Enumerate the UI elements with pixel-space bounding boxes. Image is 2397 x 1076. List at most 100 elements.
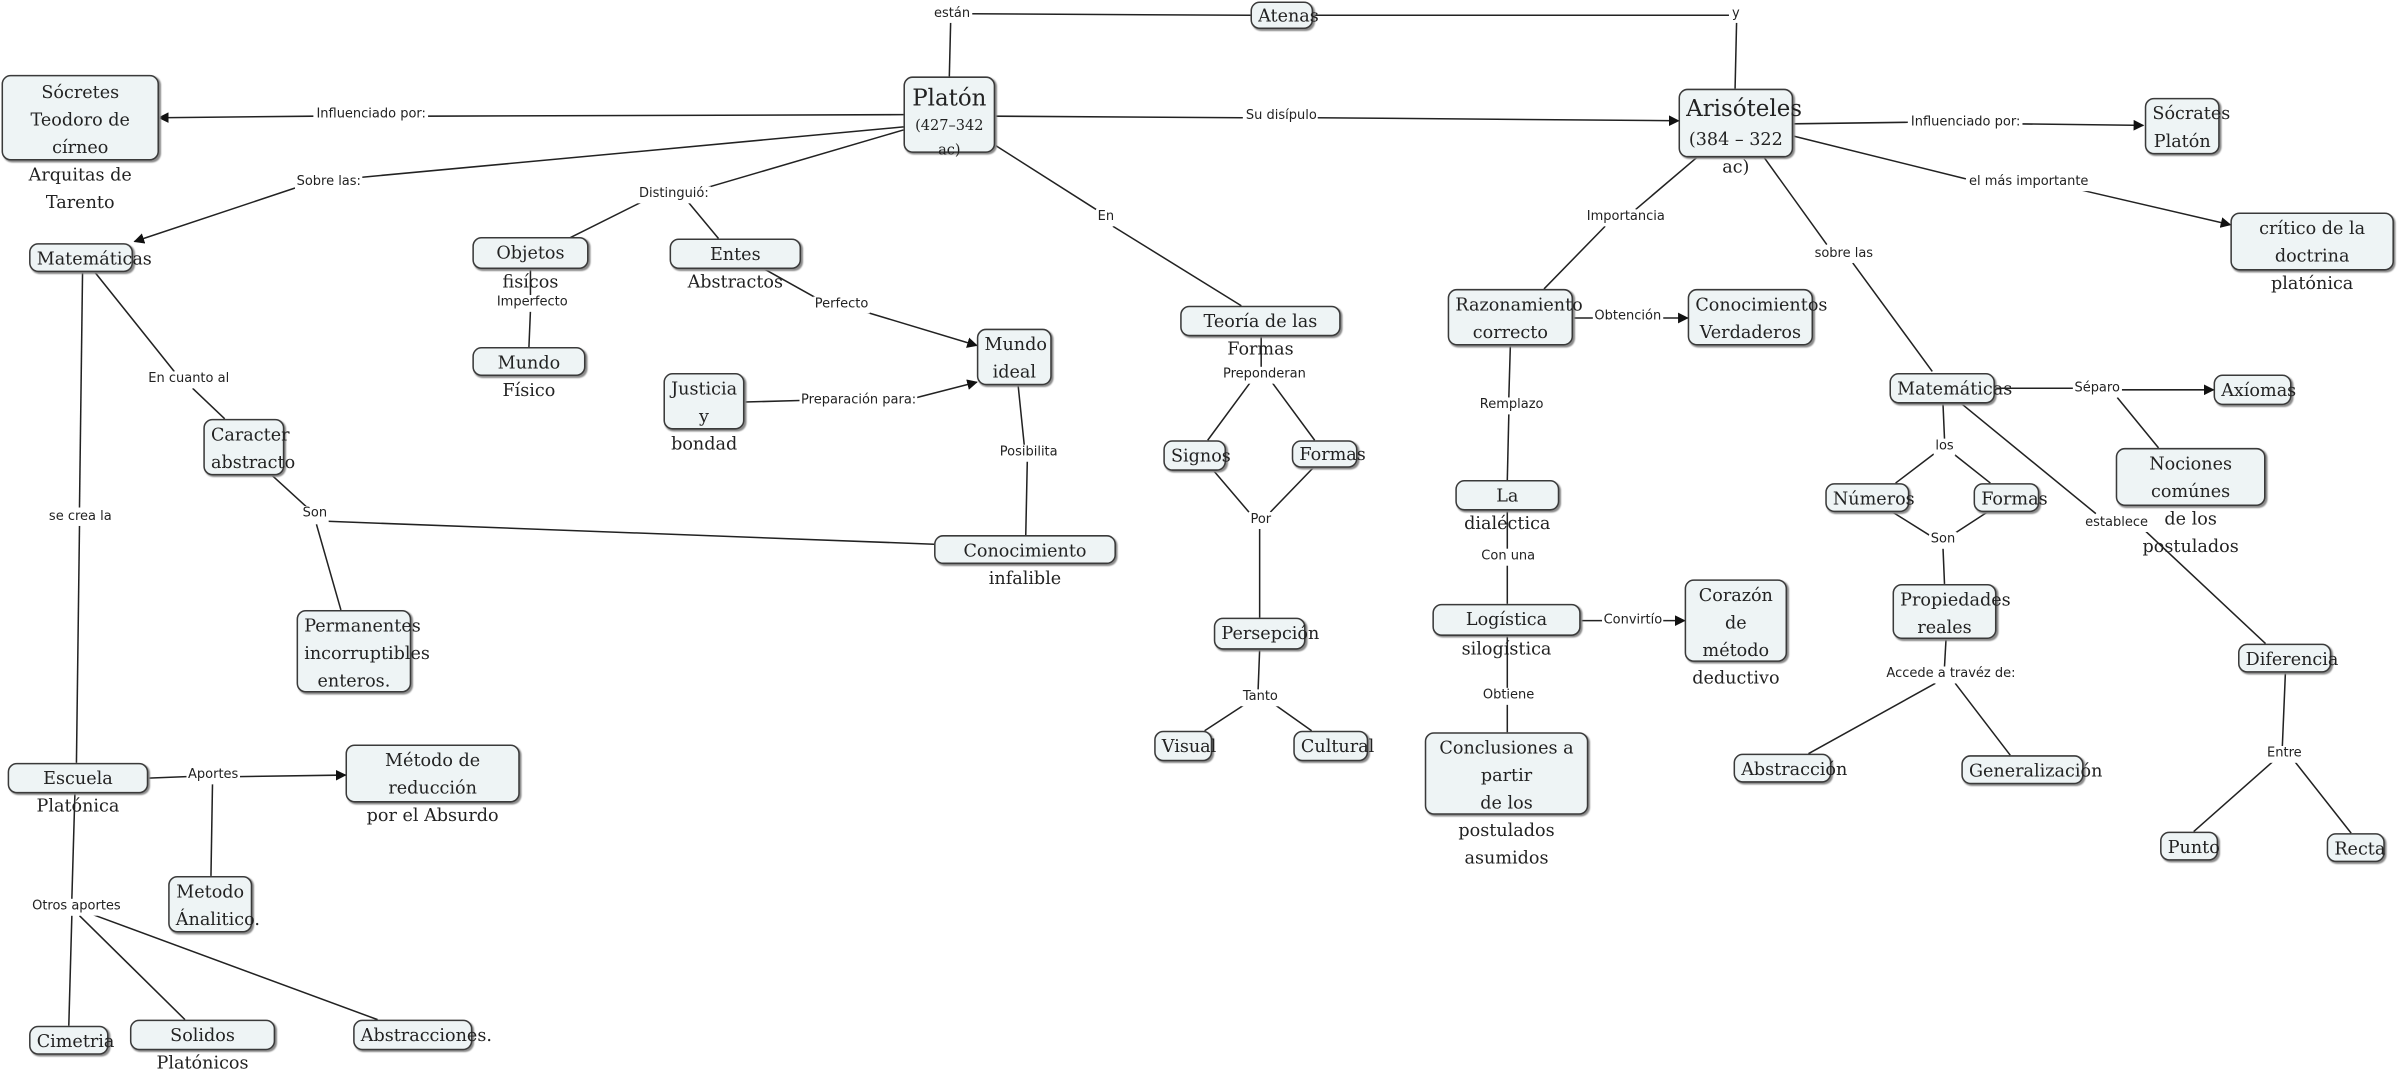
- edge-preparacion-mundoideal: [910, 379, 978, 400]
- node-persepcion[interactable]: Persepción: [1213, 617, 1319, 650]
- node-label: reales: [1917, 616, 1972, 638]
- edge-platon-sobre: [360, 126, 904, 179]
- node-matematicas-aristoteles[interactable]: Matemáticas: [1889, 373, 2012, 404]
- edge-entre-punto: [2193, 760, 2274, 833]
- node-label: de los postulados: [1458, 791, 1555, 841]
- link-imperfecto: Imperfecto: [495, 295, 570, 312]
- node-cimetria[interactable]: Cimetria: [29, 1025, 114, 1055]
- edge-aristoteles-sobre: [1763, 157, 1828, 246]
- link-posibilita: Posibilita: [998, 444, 1060, 462]
- node-corazon-metodo[interactable]: Corazón de método deductivo: [1684, 579, 1788, 688]
- node-entes-abstractos[interactable]: Entes Abstractos: [669, 238, 802, 292]
- link-perfecto: Perfecto: [813, 296, 870, 314]
- node-mundo-fisico[interactable]: Mundo Físico: [472, 347, 586, 401]
- node-la-dialectica[interactable]: La dialéctica: [1455, 480, 1560, 534]
- node-objetos-fisicos[interactable]: Objetos fisícos: [472, 236, 589, 292]
- edge-accede-abstraccion: [1808, 682, 1936, 755]
- node-teoria-formas[interactable]: Teoría de las Formas: [1180, 305, 1341, 359]
- node-abstraccion[interactable]: Abstracción: [1733, 753, 1847, 783]
- link-influenciado-aristoteles: Influenciado por:: [1909, 114, 2022, 132]
- node-aristoteles[interactable]: Arisóteles (384 – 322 ac): [1678, 88, 1802, 177]
- node-nociones-comunes[interactable]: Nociones comúnes de los postulados: [2115, 447, 2266, 556]
- node-abstracciones[interactable]: Abstracciones.: [353, 1019, 492, 1051]
- node-razonamiento-correcto[interactable]: Razonamiento correcto: [1447, 288, 1583, 346]
- node-logistica-silogistica[interactable]: Logística silogística: [1432, 603, 1581, 659]
- link-obtencion: Obtención: [1592, 308, 1663, 326]
- node-label: asumidos: [1464, 846, 1549, 869]
- edge-persepcion-tanto: [1257, 649, 1261, 690]
- node-propiedades-reales[interactable]: Propiedades reales: [1892, 583, 2011, 639]
- node-axiomas[interactable]: Axíomas: [2213, 374, 2296, 406]
- edge-preponderan-signos: [1207, 381, 1252, 441]
- node-label: Conclusiones a partir: [1439, 736, 1574, 786]
- edge-formas-por: [1269, 465, 1316, 513]
- node-socrates-platon[interactable]: Sócrates Platón: [2144, 97, 2230, 155]
- link-influenciado-platon: Influenciado por:: [314, 107, 428, 124]
- link-obtiene: Obtiene: [1481, 687, 1536, 705]
- node-label: Logística silogística: [1461, 608, 1552, 659]
- node-label: Caracter: [210, 423, 290, 445]
- link-otros-aportes: Otros aportes: [30, 898, 123, 916]
- link-sobre-las-platon: Sobre las:: [295, 174, 363, 192]
- edge-entes-perfecto: [763, 268, 817, 299]
- edge-son-propiedades: [1942, 547, 1946, 584]
- node-numeros[interactable]: Números: [1825, 483, 1915, 513]
- node-label: Signos: [1170, 444, 1231, 467]
- node-platon[interactable]: Platón (427–342 ac): [903, 76, 996, 159]
- edge-matematicas-encuanto: [94, 271, 175, 372]
- node-label: Matemáticas: [36, 247, 152, 270]
- node-mundo-ideal[interactable]: Mundo ideal: [976, 328, 1052, 386]
- edge-otros-solidos: [78, 915, 186, 1021]
- node-formas-aristoteles[interactable]: Formas: [1973, 483, 2048, 513]
- node-critico[interactable]: crítico de la doctrina platónica: [2230, 212, 2394, 294]
- link-establece: establece: [2083, 515, 2150, 532]
- link-accede: Accede a travéz de:: [1884, 666, 2018, 684]
- node-socrates-teodoro[interactable]: Sócretes Teodoro de círneo Arquitas de T…: [1, 74, 159, 212]
- node-atenas[interactable]: Atenas: [1250, 1, 1319, 30]
- node-label: Arquitas de Tarento: [28, 163, 132, 213]
- node-permanentes[interactable]: Permanentes incorruptibles enteros.: [296, 609, 430, 693]
- node-caracter-abstracto[interactable]: Caracter abstracto: [203, 418, 296, 476]
- node-conclusiones[interactable]: Conclusiones a partir de los postulados …: [1424, 732, 1589, 868]
- edge-importancia-razonamiento: [1543, 225, 1606, 290]
- node-generalizacion[interactable]: Generalización: [1961, 755, 2102, 785]
- edge-estan-atenas: [969, 12, 1251, 17]
- link-por: Por: [1248, 512, 1273, 529]
- node-conocimiento-infalible[interactable]: Conocimiento infalible: [934, 535, 1116, 589]
- node-label: Diferencia: [2245, 648, 2339, 670]
- node-punto[interactable]: Punto: [2160, 831, 2220, 861]
- node-label: correcto: [1472, 321, 1548, 343]
- node-diferencia[interactable]: Diferencia: [2238, 643, 2339, 673]
- edge-sobre-matematicas-a: [1852, 262, 1933, 372]
- node-formas-platon[interactable]: Formas: [1291, 440, 1366, 468]
- node-justicia[interactable]: Justicia y bondad: [663, 373, 745, 454]
- edge-formas-son: [1951, 511, 1988, 536]
- node-cultural[interactable]: Cultural: [1293, 730, 1374, 762]
- node-metodo-analitico[interactable]: Metodo Ánalitico.: [168, 875, 260, 933]
- edge-otros-abstracciones: [91, 913, 378, 1021]
- node-matematicas-platon[interactable]: Matemáticas: [29, 243, 152, 273]
- link-entre: Entre: [2265, 746, 2304, 763]
- node-conocimientos-verdaderos[interactable]: Conocimientos Verdaderos: [1687, 288, 1827, 346]
- edge-encuanto-caracter: [192, 387, 226, 420]
- edge-platon-influenciado: [421, 113, 904, 117]
- node-signos[interactable]: Signos: [1163, 440, 1231, 471]
- node-label: Verdaderos: [1699, 321, 1801, 343]
- node-escuela-platonica[interactable]: Escuela Platónica: [7, 762, 149, 816]
- node-label: Entes Abstractos: [687, 243, 784, 292]
- node-visual[interactable]: Visual: [1154, 730, 1217, 762]
- node-label: Visual: [1161, 735, 1217, 757]
- node-label: Recta: [2334, 837, 2386, 860]
- node-label: Metodo: [176, 880, 245, 902]
- node-recta[interactable]: Recta: [2326, 833, 2386, 863]
- link-en-cuanto-al: En cuanto al: [146, 371, 231, 389]
- link-separo: Séparo: [2072, 380, 2122, 398]
- node-label: Platón: [2153, 129, 2211, 152]
- node-label: abstracto: [210, 450, 296, 473]
- edge-platon-distinguio: [699, 129, 904, 191]
- node-metodo-reduccion[interactable]: Método de reducción por el Absurdo: [345, 744, 520, 825]
- node-solidos-platonicos[interactable]: Solidos Platónicos: [129, 1019, 276, 1073]
- link-los: los: [1933, 438, 1956, 456]
